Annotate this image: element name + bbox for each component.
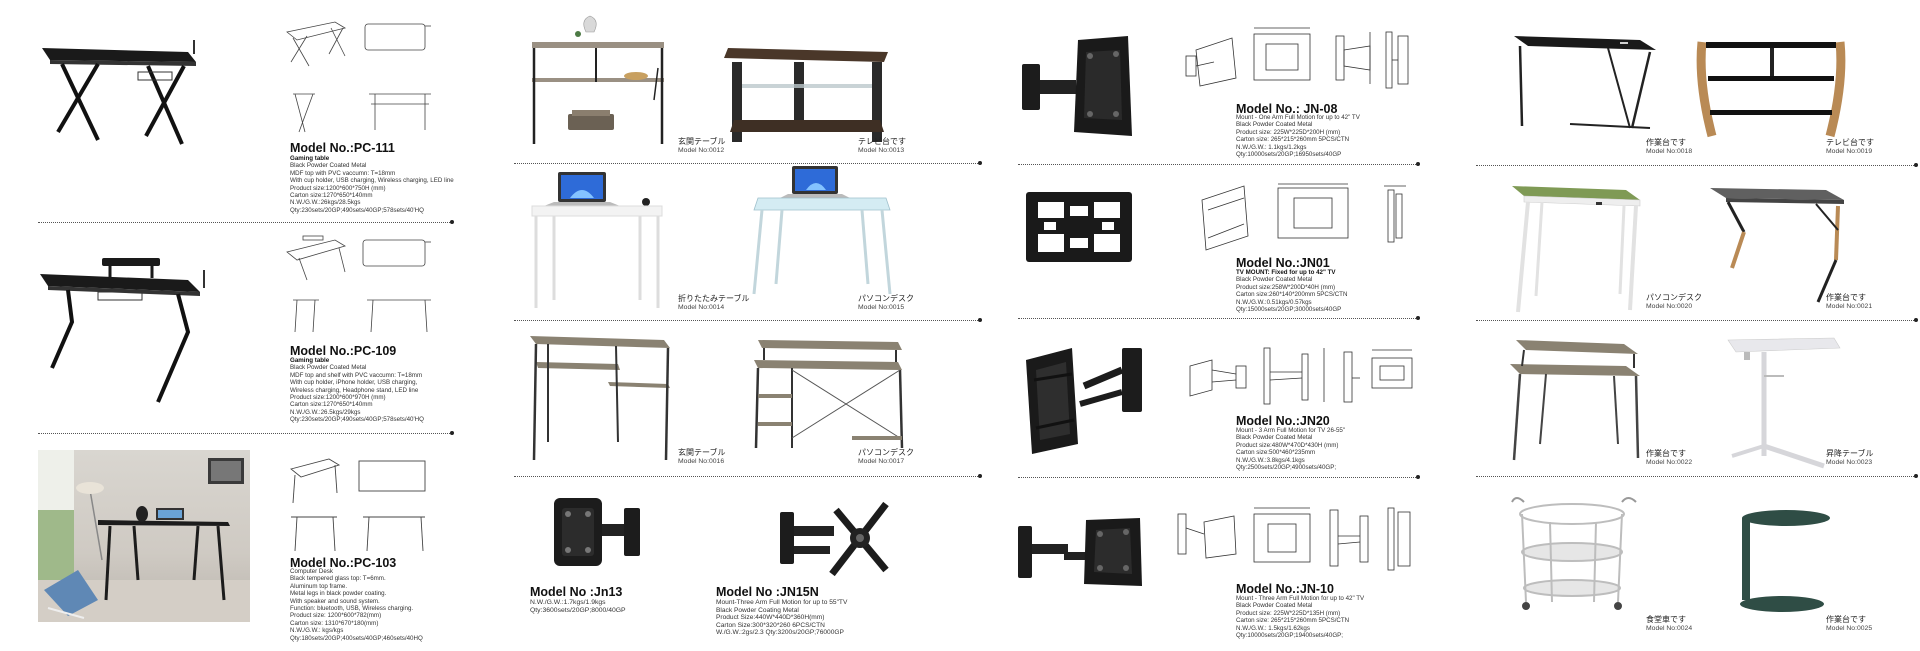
- m0022-caption: 作業台です: [1646, 449, 1686, 458]
- divider: [514, 161, 982, 165]
- pc111-drawings: [285, 16, 435, 136]
- pc109-model: Model No.:PC-109: [290, 344, 397, 358]
- pc103-room-photo: [38, 450, 250, 622]
- jn13-mount-image: [548, 494, 644, 576]
- jn15n-model: Model No :JN15N: [716, 585, 819, 599]
- m0020-caption: パソコンデスク: [1646, 293, 1702, 302]
- jn08-model: Model No.: JN-08: [1236, 102, 1338, 116]
- m0020-model: Model No:0020: [1646, 303, 1693, 310]
- jn01-drawings: [1198, 180, 1418, 256]
- m0019-model: Model No:0019: [1826, 148, 1873, 155]
- m0012-model: Model No:0012: [678, 147, 725, 154]
- m0017-office-desk-image: [752, 338, 904, 450]
- m0015-glass-desk-image: [752, 166, 892, 296]
- m0025-model: Model No:0025: [1826, 625, 1873, 632]
- jn08-mount-image: [1020, 34, 1136, 140]
- m0019-tvstand-image: [1696, 38, 1846, 138]
- jn01-mount-image: [1024, 190, 1134, 264]
- jn15n-mount-image: [776, 490, 892, 586]
- m0024-caption: 食堂車です: [1646, 615, 1686, 624]
- m0023-lift-table-image: [1724, 336, 1844, 470]
- pc103-model: Model No.:PC-103: [290, 556, 397, 570]
- pc109-desk-image: [38, 252, 208, 404]
- divider: [1018, 316, 1420, 320]
- jn13-model: Model No :Jn13: [530, 585, 623, 599]
- jn20-mount-image: [1020, 340, 1150, 456]
- divider: [1018, 162, 1420, 166]
- divider: [1476, 474, 1918, 478]
- pc111-desk-image: [38, 40, 198, 150]
- m0017-model: Model No:0017: [858, 458, 905, 465]
- divider: [38, 431, 454, 435]
- divider: [1018, 475, 1420, 479]
- m0021-caption: 作業台です: [1826, 293, 1866, 302]
- m0019-caption: テレビ台です: [1826, 138, 1874, 147]
- jn08-drawings: [1184, 20, 1416, 104]
- jn20-model: Model No.:JN20: [1236, 414, 1330, 428]
- m0018-model: Model No:0018: [1646, 148, 1693, 155]
- divider: [514, 474, 982, 478]
- jn10-specs: Mount - Three Arm Full Motion for up to …: [1236, 595, 1365, 640]
- m0023-model: Model No:0023: [1826, 459, 1873, 466]
- m0013-caption: テレビ台です: [858, 137, 906, 146]
- m0025-caption: 作業台です: [1826, 615, 1866, 624]
- m0016-model: Model No:0016: [678, 458, 725, 465]
- jn20-specs: Mount - 3 Arm Full Motion for TV 26-55"B…: [1236, 427, 1346, 472]
- m0018-caption: 作業台です: [1646, 138, 1686, 147]
- divider: [38, 220, 454, 224]
- jn20-drawings: [1184, 344, 1418, 406]
- pc109-drawings: [285, 228, 435, 338]
- m0024-model: Model No:0024: [1646, 625, 1693, 632]
- m0023-caption: 昇降テーブル: [1826, 449, 1874, 458]
- m0025-side-table-image: [1736, 508, 1832, 614]
- m0013-model: Model No:0013: [858, 147, 905, 154]
- m0014-caption: 折りたたみテーブル: [678, 294, 750, 303]
- m0012-caption: 玄関テーブル: [678, 137, 726, 146]
- divider: [1476, 163, 1918, 167]
- m0016-rustic-desk-image: [528, 332, 672, 462]
- pc103-drawings: [285, 455, 435, 555]
- jn08-specs: Mount - One Arm Full Motion for up to 42…: [1236, 114, 1360, 159]
- divider: [1476, 318, 1918, 322]
- m0021-model: Model No:0021: [1826, 303, 1873, 310]
- jn10-mount-image: [1014, 514, 1144, 590]
- m0022-desk-image: [1506, 336, 1642, 462]
- m0014-folding-table-image: [528, 172, 668, 310]
- m0012-console-image: [528, 15, 668, 146]
- m0017-caption: パソコンデスク: [858, 448, 914, 457]
- divider: [514, 318, 982, 322]
- jn01-model: Model No.:JN01: [1236, 256, 1330, 270]
- jn10-model: Model No.:JN-10: [1236, 582, 1334, 596]
- m0020-desk-image: [1506, 186, 1642, 314]
- pc111-model: Model No.:PC-111: [290, 141, 395, 155]
- m0021-desk-image: [1706, 186, 1846, 304]
- m0013-tvstand-image: [724, 44, 890, 144]
- m0016-caption: 玄関テーブル: [678, 448, 726, 457]
- m0015-caption: パソコンデスク: [858, 294, 914, 303]
- m0022-model: Model No:0022: [1646, 459, 1693, 466]
- m0015-model: Model No:0015: [858, 304, 905, 311]
- jn10-drawings: [1174, 500, 1418, 584]
- jn15n-specs: Mount-Three Arm Full Motion for up to 55…: [716, 599, 848, 637]
- m0018-desk-image: [1510, 34, 1658, 130]
- m0024-cart-image: [1510, 494, 1640, 614]
- m0014-model: Model No:0014: [678, 304, 725, 311]
